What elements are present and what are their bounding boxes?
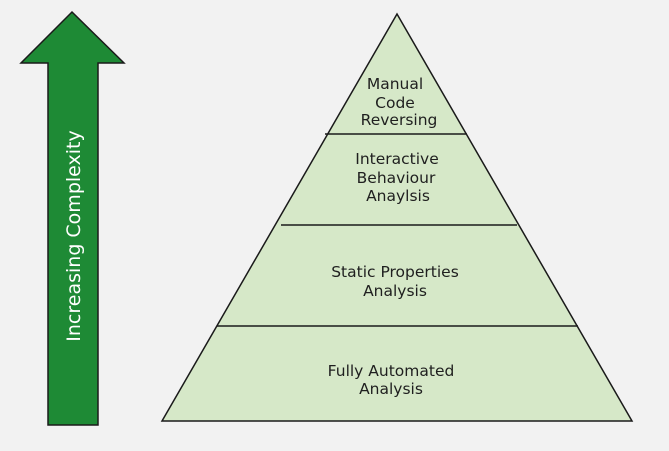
tier-top-line-3: Reversing <box>361 111 438 129</box>
pyramid-tier-base: Fully Automated Analysis <box>328 362 455 398</box>
pyramid: Manual Code Reversing Interactive Behavi… <box>160 12 634 422</box>
tier-second-line-2: Behaviour <box>357 169 436 187</box>
tier-top-line-1: Manual <box>367 75 423 93</box>
tier-second-line-1: Interactive <box>355 150 439 168</box>
tier-third-line-1: Static Properties <box>331 263 459 281</box>
pyramid-tier-second: Interactive Behaviour Anaylsis <box>355 150 439 205</box>
tier-second-line-3: Anaylsis <box>366 187 430 205</box>
tier-top-line-2: Code <box>375 94 415 112</box>
tier-third-line-2: Analysis <box>363 282 427 300</box>
complexity-arrow-shape <box>19 10 126 426</box>
complexity-arrow-label: Increasing Complexity <box>63 130 85 341</box>
tier-base-line-2: Analysis <box>359 380 423 398</box>
pyramid-outline <box>160 12 634 422</box>
pyramid-tier-third: Static Properties Analysis <box>331 263 459 300</box>
tier-base-line-1: Fully Automated <box>328 362 455 380</box>
pyramid-tier-top: Manual Code Reversing <box>361 75 438 129</box>
complexity-arrow: Increasing Complexity <box>19 10 126 426</box>
